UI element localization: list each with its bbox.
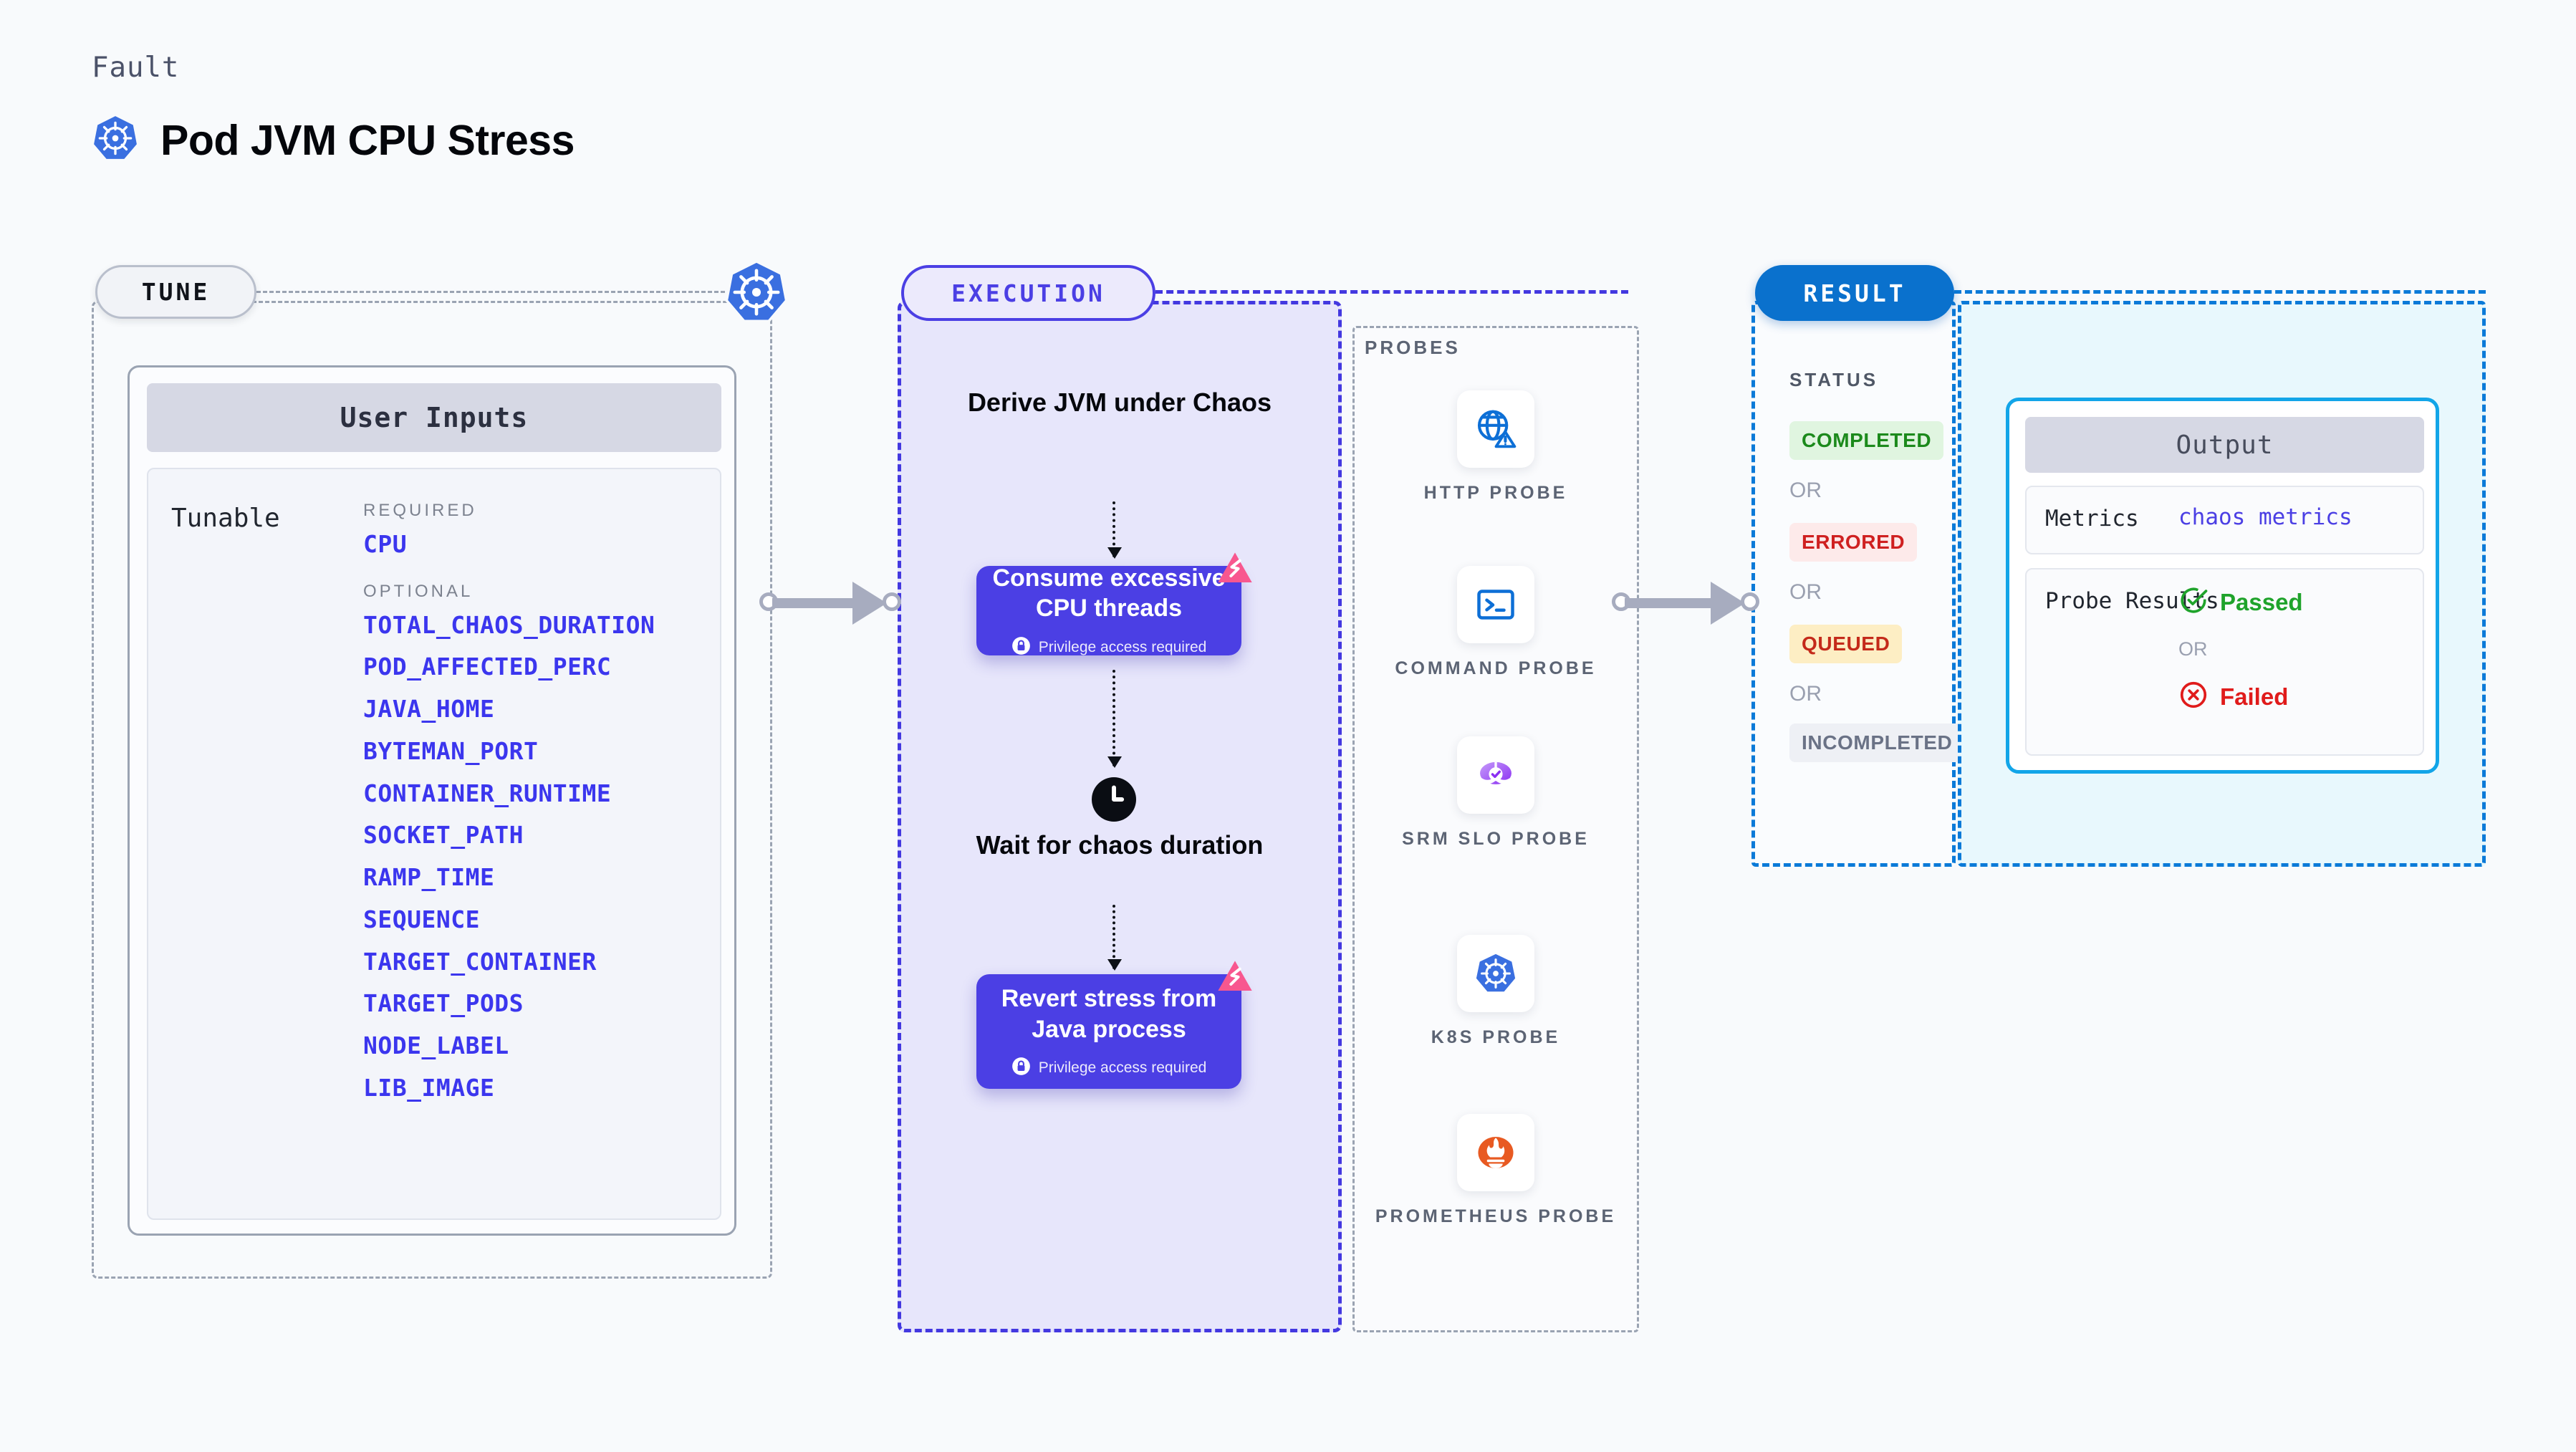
probe-command[interactable]: COMMAND PROBE bbox=[1352, 566, 1639, 682]
param-group-label: OPTIONAL bbox=[363, 581, 474, 601]
execution-step-derive-jvm: Derive JVM under Chaos bbox=[967, 388, 1272, 417]
param-lib-image[interactable]: LIB_IMAGE bbox=[363, 1073, 495, 1102]
user-inputs-title: User Inputs bbox=[147, 383, 721, 452]
flow-arrow-3 bbox=[1107, 905, 1122, 971]
tunable-label: Tunable bbox=[171, 504, 280, 533]
user-inputs-body: Tunable REQUIRED CPU OPTIONAL TOTAL_CHAOS_D… bbox=[147, 468, 721, 1220]
metrics-value[interactable]: chaos metrics bbox=[2178, 504, 2352, 530]
execution-dashed-connector bbox=[1155, 290, 1628, 294]
or-label-2: OR bbox=[1789, 580, 1822, 604]
probe-label: COMMAND PROBE bbox=[1395, 658, 1597, 678]
probe-label: PROMETHEUS PROBE bbox=[1375, 1206, 1617, 1226]
privilege-text: Privilege access required bbox=[1038, 638, 1207, 655]
page-title: Pod JVM CPU Stress bbox=[160, 116, 575, 164]
tunable-param-list: REQUIRED CPU OPTIONAL TOTAL_CHAOS_DURATION P… bbox=[363, 485, 707, 1110]
result-pill-label[interactable]: RESULT bbox=[1755, 265, 1954, 321]
probe-srm-slo[interactable]: SRM SLO PROBE bbox=[1352, 736, 1639, 852]
output-row-metrics: Metrics chaos metrics bbox=[2025, 486, 2424, 554]
kubernetes-icon bbox=[1457, 935, 1534, 1012]
globe-warning-icon bbox=[1457, 390, 1534, 468]
probe-label: HTTP PROBE bbox=[1423, 483, 1568, 503]
page-title-row: Pod JVM CPU Stress bbox=[92, 115, 575, 165]
or-label-1: OR bbox=[1789, 479, 1822, 502]
litmus-chaos-icon bbox=[1216, 550, 1254, 589]
result-dashed-connector bbox=[1954, 290, 2486, 294]
or-label-3: OR bbox=[1789, 682, 1822, 706]
or-label-output: OR bbox=[2178, 638, 2208, 660]
status-badge-incompleted: INCOMPLETED bbox=[1789, 723, 1965, 762]
tune-pill-label[interactable]: TUNE bbox=[95, 265, 256, 319]
status-badge-queued: QUEUED bbox=[1789, 625, 1903, 663]
status-badge-errored: ERRORED bbox=[1789, 523, 1918, 562]
probe-label: K8S PROBE bbox=[1431, 1027, 1561, 1047]
param-target-container[interactable]: TARGET_CONTAINER bbox=[363, 947, 597, 976]
terminal-icon bbox=[1457, 566, 1534, 643]
status-label: STATUS bbox=[1789, 369, 1879, 390]
param-total-chaos-duration[interactable]: TOTAL_CHAOS_DURATION bbox=[363, 610, 655, 639]
param-group-label: REQUIRED bbox=[363, 501, 477, 520]
x-circle-icon bbox=[2178, 680, 2209, 713]
param-cpu[interactable]: CPU bbox=[363, 530, 408, 558]
litmus-chaos-icon bbox=[1216, 958, 1254, 997]
probe-prometheus[interactable]: PROMETHEUS PROBE bbox=[1352, 1114, 1639, 1230]
param-target-pods[interactable]: TARGET_PODS bbox=[363, 989, 524, 1018]
execution-action-revert-stress[interactable]: Revert stress from Java process Privileg… bbox=[976, 961, 1252, 1089]
probe-http[interactable]: HTTP PROBE bbox=[1352, 390, 1639, 506]
privilege-notice: Privilege access required bbox=[1011, 1057, 1207, 1080]
status-badge-completed: COMPLETED bbox=[1789, 421, 1944, 460]
probes-label: PROBES bbox=[1365, 337, 1461, 358]
output-title: Output bbox=[2025, 417, 2424, 473]
clock-icon bbox=[1092, 777, 1136, 822]
passed-label: Passed bbox=[2220, 588, 2303, 615]
action-label: Revert stress from Java process bbox=[1001, 985, 1217, 1043]
execution-action-consume-cpu[interactable]: Consume excessive CPU threads Privilege … bbox=[976, 552, 1252, 655]
flow-arrow-1 bbox=[1107, 501, 1122, 559]
output-row-probe-results: Probe Results Passed OR Failed bbox=[2025, 568, 2424, 756]
execution-step-wait-duration: Wait for chaos duration bbox=[976, 830, 1264, 860]
output-card: Output Metrics chaos metrics Probe Resul… bbox=[2006, 398, 2439, 774]
param-node-label[interactable]: NODE_LABEL bbox=[363, 1032, 509, 1060]
param-socket-path[interactable]: SOCKET_PATH bbox=[363, 821, 524, 850]
kubernetes-icon bbox=[724, 259, 789, 325]
tune-panel bbox=[92, 301, 772, 1279]
flow-arrow-2 bbox=[1107, 670, 1122, 768]
connector-probes-to-result bbox=[1612, 577, 1766, 627]
param-container-runtime[interactable]: CONTAINER_RUNTIME bbox=[363, 779, 612, 807]
probe-result-passed: Passed bbox=[2178, 585, 2303, 619]
srm-slo-icon bbox=[1457, 736, 1534, 814]
action-label: Consume excessive CPU threads bbox=[992, 564, 1226, 622]
param-sequence[interactable]: SEQUENCE bbox=[363, 905, 480, 933]
execution-pill-label[interactable]: EXECUTION bbox=[901, 265, 1155, 321]
metrics-key: Metrics bbox=[2045, 506, 2139, 532]
probe-k8s[interactable]: K8S PROBE bbox=[1352, 935, 1639, 1051]
failed-label: Failed bbox=[2220, 683, 2289, 710]
kubernetes-icon bbox=[92, 115, 139, 165]
prometheus-icon bbox=[1457, 1114, 1534, 1191]
lock-icon bbox=[1011, 1057, 1031, 1080]
lock-icon bbox=[1011, 636, 1031, 659]
param-ramp-time[interactable]: RAMP_TIME bbox=[363, 863, 495, 892]
privilege-text: Privilege access required bbox=[1038, 1059, 1207, 1076]
param-pod-affected-perc[interactable]: POD_AFFECTED_PERC bbox=[363, 653, 612, 681]
connector-tune-to-execution bbox=[759, 577, 906, 627]
fault-kicker: Fault bbox=[92, 52, 180, 84]
privilege-notice: Privilege access required bbox=[1011, 636, 1207, 659]
check-circle-icon bbox=[2178, 585, 2209, 619]
param-java-home[interactable]: JAVA_HOME bbox=[363, 695, 495, 723]
param-byteman-port[interactable]: BYTEMAN_PORT bbox=[363, 736, 539, 765]
tune-dashed-connector bbox=[256, 291, 751, 293]
probe-result-failed: Failed bbox=[2178, 680, 2288, 713]
probe-label: SRM SLO PROBE bbox=[1402, 829, 1590, 849]
result-panel bbox=[1751, 301, 1956, 867]
